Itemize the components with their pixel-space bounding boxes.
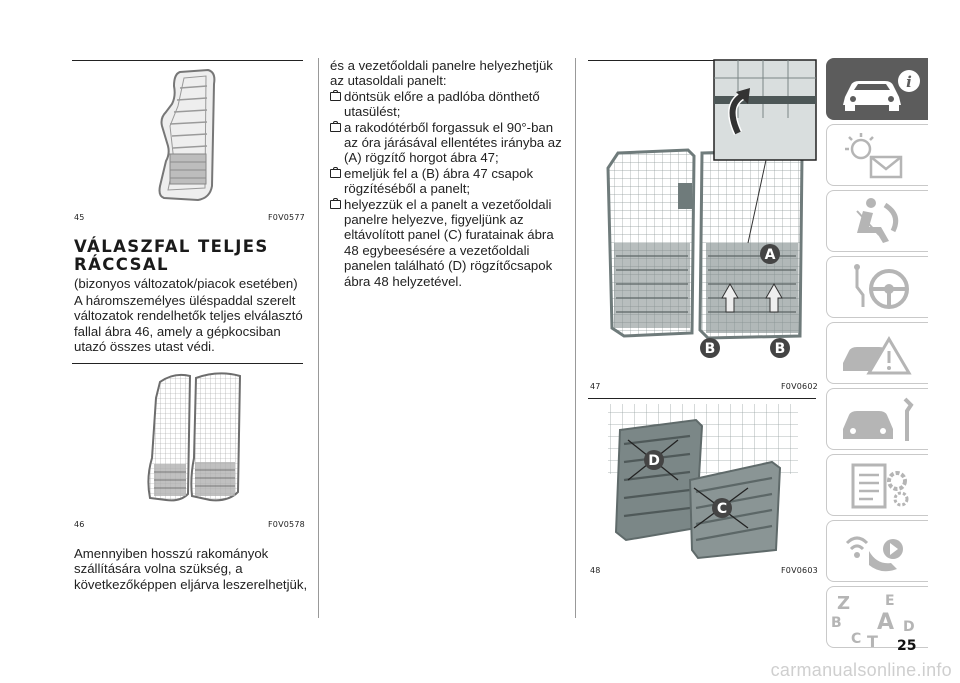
index-letter: B <box>831 615 842 631</box>
column-divider-2 <box>575 58 576 618</box>
column2-intro: és a vezetőoldali panelre helyezhetjük a… <box>330 58 553 89</box>
alphabetical-index-icon: Z E B A D C T <box>831 593 915 651</box>
instruction-item: a rakodótérből forgassuk el 90°-ban az ó… <box>330 120 570 166</box>
checkbox-icon <box>330 197 341 209</box>
paragraph-2: Amennyiben hosszú rakományok szállításár… <box>74 546 308 592</box>
page-number: 25 <box>897 638 917 654</box>
instruction-list: döntsük előre a padlóba dönthető utasülé… <box>330 89 570 289</box>
instruction-item: helyezzük el a panelt a vezetőoldali pan… <box>330 197 570 289</box>
paragraph-1: A háromszemélyes üléspaddal szerelt vált… <box>74 293 303 355</box>
index-letter: Z <box>837 593 850 614</box>
figure-48-top-rule <box>588 398 816 399</box>
tab-technical-data[interactable] <box>826 454 928 516</box>
label-b-left: B <box>705 341 716 357</box>
instruction-text: döntsük előre a padlóba dönthető utasülé… <box>344 88 540 120</box>
column-divider-1 <box>318 58 319 618</box>
index-letter: D <box>903 619 915 635</box>
label-b-right: B <box>775 341 786 357</box>
figure-47-image: A B B <box>606 59 817 358</box>
airbag-seat-icon <box>856 198 899 243</box>
warning-lights-icon <box>845 133 903 179</box>
figure-46-top-rule <box>72 363 303 364</box>
multimedia-icon <box>845 536 903 572</box>
tab-car-info[interactable]: i <box>826 58 928 120</box>
figure-46-code: F0V0578 <box>268 520 305 529</box>
crash-warning-icon <box>843 336 912 375</box>
figure-45-number: 45 <box>74 213 85 222</box>
watermark: carmanualsonline.info <box>770 660 952 680</box>
car-service-icon <box>843 397 914 441</box>
label-c: C <box>717 501 727 517</box>
figure-48-number: 48 <box>590 566 601 575</box>
figure-45-image <box>158 68 216 202</box>
car-info-icon: i <box>843 70 920 111</box>
figure-47-code: F0V0602 <box>781 382 818 391</box>
tab-emergency[interactable] <box>826 322 928 384</box>
instruction-item: döntsük előre a padlóba dönthető utasülé… <box>330 89 570 120</box>
section-title-line2: RÁCCSAL <box>74 255 169 274</box>
tab-starting-driving[interactable] <box>826 256 928 318</box>
section-title: VÁLASZFAL TELJES RÁCCSAL <box>74 238 314 274</box>
checkbox-icon <box>330 120 341 132</box>
tab-index[interactable]: Z E B A D C T <box>826 586 928 651</box>
figure-48-code: F0V0603 <box>781 566 818 575</box>
tab-warning-lights[interactable] <box>826 124 928 186</box>
instruction-text: helyezzük el a panelt a vezetőoldali pan… <box>344 196 554 289</box>
instruction-text: a rakodótérből forgassuk el 90°-ban az ó… <box>344 119 562 166</box>
section-title-line1: VÁLASZFAL TELJES <box>74 237 269 256</box>
label-a: A <box>765 247 776 263</box>
figure-46-number: 46 <box>74 520 85 529</box>
tab-safety[interactable] <box>826 190 928 252</box>
index-letter: C <box>851 631 861 647</box>
top-rule-col1 <box>72 60 303 61</box>
column2-text: és a vezetőoldali panelre helyezhetjük a… <box>330 58 570 289</box>
checkbox-icon <box>330 89 341 101</box>
instruction-item: emeljük fel a (B) ábra 47 csapok rögzíté… <box>330 166 570 197</box>
index-letter: A <box>877 610 894 635</box>
steering-wheel-icon <box>854 264 909 309</box>
tab-multimedia[interactable] <box>826 520 928 582</box>
figure-46-image <box>147 372 242 502</box>
figure-47-number: 47 <box>590 382 601 391</box>
specifications-icon <box>851 463 909 509</box>
checkbox-icon <box>330 166 341 178</box>
svg-text:i: i <box>906 73 912 91</box>
label-d: D <box>648 453 660 469</box>
section-subtitle: (bizonyos változatok/piacok esetében) <box>74 276 298 291</box>
index-letter: T <box>867 632 878 649</box>
index-letter: E <box>885 593 895 609</box>
figure-48-image: D C <box>608 404 798 560</box>
figure-45-code: F0V0577 <box>268 213 305 222</box>
tab-maintenance[interactable] <box>826 388 928 450</box>
instruction-text: emeljük fel a (B) ábra 47 csapok rögzíté… <box>344 165 534 197</box>
top-rule-col3 <box>588 60 816 61</box>
